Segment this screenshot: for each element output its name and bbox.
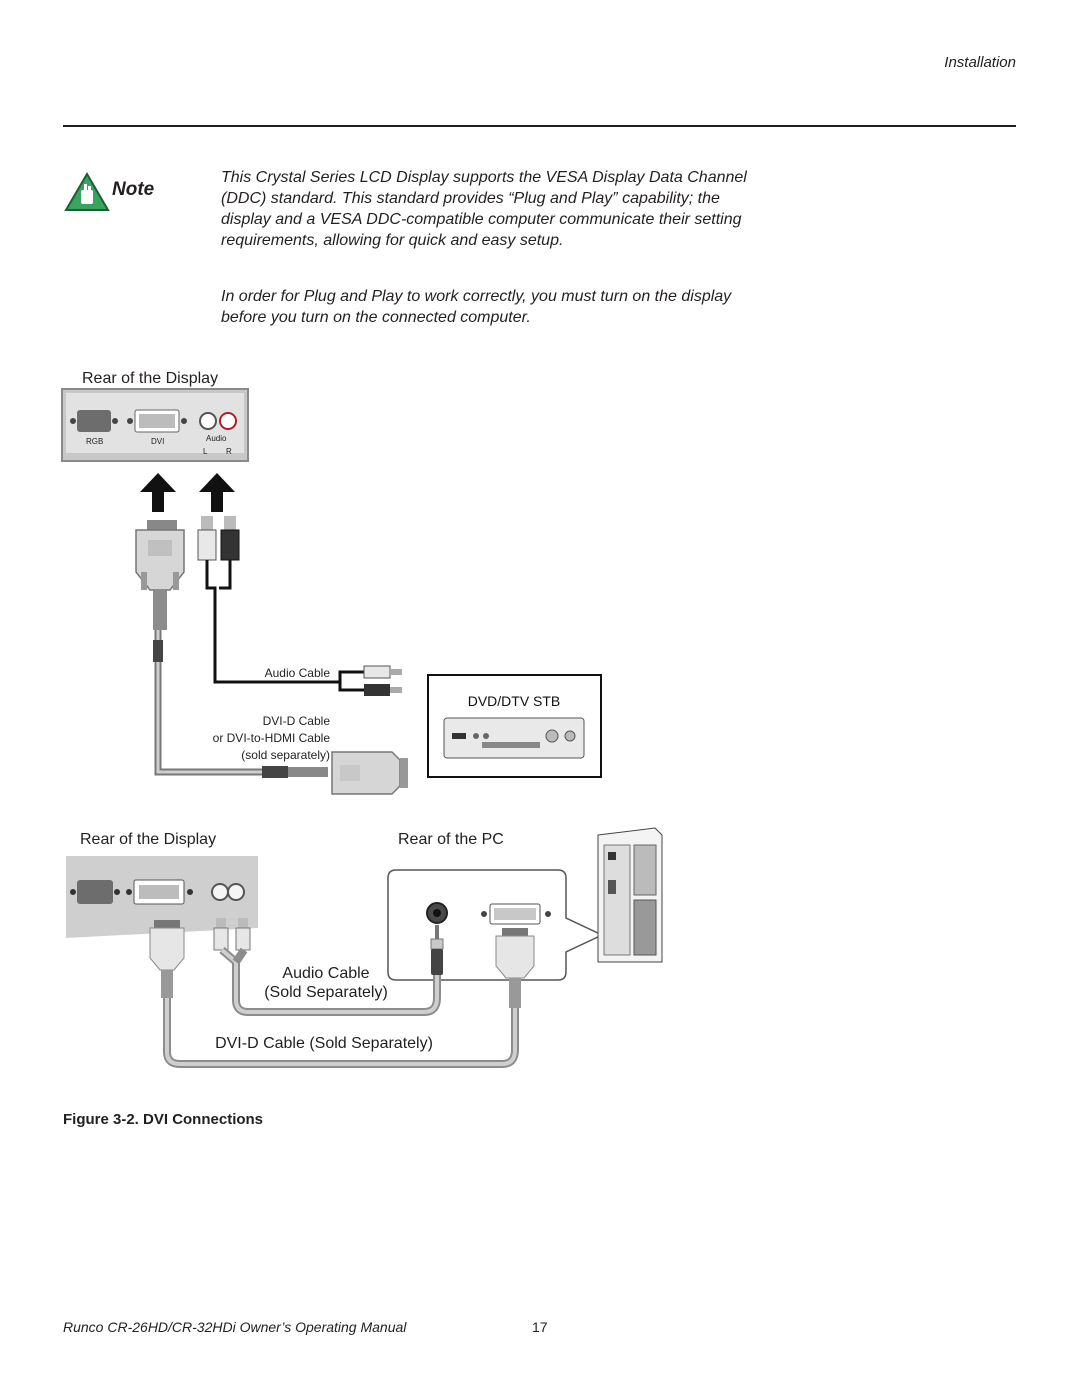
device-label: DVD/DTV STB xyxy=(468,693,561,709)
note-paragraph: This Crystal Series LCD Display supports… xyxy=(221,169,747,249)
footer-title: Runco CR-26HD/CR-32HDi Owner’s Operating… xyxy=(63,1319,407,1335)
rca-plugs-bottom xyxy=(213,918,251,951)
port-label-left: L xyxy=(203,447,208,456)
page-number: 17 xyxy=(532,1319,548,1335)
display-rear-panel-bottom xyxy=(66,856,258,938)
header-rule xyxy=(63,125,1016,127)
dvi-connector-bottom-left xyxy=(149,920,185,998)
rear-display-title-top: Rear of the Display xyxy=(82,370,218,387)
dvi-cable-label-bottom: DVI-D Cable (Sold Separately) xyxy=(215,1035,433,1052)
up-arrow-icon xyxy=(199,473,235,512)
dvi-connector-bottom-right xyxy=(495,928,535,1008)
rca-plugs-top xyxy=(197,516,240,561)
dvi-connector-top xyxy=(135,520,185,630)
mini-jack-plug xyxy=(430,925,444,975)
pc-tower xyxy=(597,827,663,963)
audio-cable-label-bottom-1: Audio Cable xyxy=(282,965,369,982)
port-label-audio: Audio xyxy=(206,434,227,443)
figure-caption: Figure 3-2. DVI Connections xyxy=(63,1111,264,1128)
dvi-cable-label-3: (sold separately) xyxy=(241,748,330,762)
port-label-right: R xyxy=(226,447,232,456)
rear-pc-title: Rear of the PC xyxy=(398,831,504,848)
dvi-connector-end xyxy=(262,751,408,795)
audio-cable-label-bottom-2: (Sold Separately) xyxy=(264,984,388,1001)
audio-cable-line-top xyxy=(205,560,340,684)
port-label-rgb: RGB xyxy=(86,437,103,446)
rear-display-title-bottom: Rear of the Display xyxy=(80,831,216,848)
dvi-connection-diagram: Rear of the Display RGB DVI Audio L R xyxy=(61,370,663,1068)
up-arrow-icon xyxy=(140,473,176,512)
dvi-cable-label-1: DVI-D Cable xyxy=(263,714,331,728)
dvd-dtv-stb-device: DVD/DTV STB xyxy=(427,674,602,778)
audio-cable-label-top: Audio Cable xyxy=(265,666,331,680)
note-label: Note xyxy=(112,179,155,200)
note-paragraph: In order for Plug and Play to work corre… xyxy=(221,288,732,326)
display-rear-panel-top: RGB DVI Audio L R xyxy=(61,388,249,462)
section-header: Installation xyxy=(944,54,1016,71)
port-label-dvi: DVI xyxy=(151,437,164,446)
pc-callout xyxy=(387,869,604,981)
rca-plugs-end xyxy=(363,665,402,696)
note-hand-icon xyxy=(64,172,110,211)
dvi-cable-label-2: or DVI-to-HDMI Cable xyxy=(213,731,331,745)
dvi-cable-line-bottom xyxy=(163,998,519,1068)
